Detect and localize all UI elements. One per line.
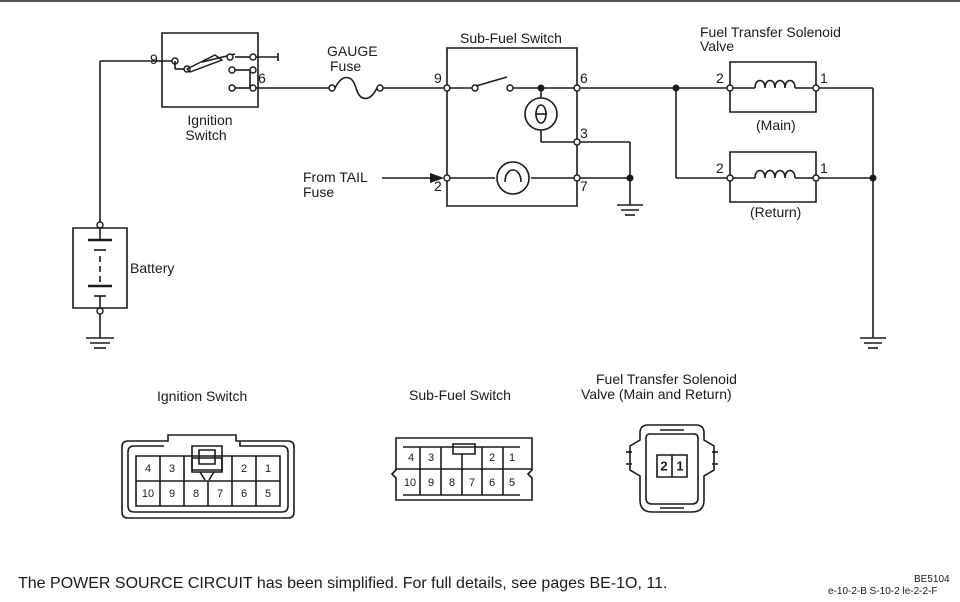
- sol-conn-pin-2: 2: [660, 458, 667, 473]
- ign-conn-pin-6: 6: [241, 488, 247, 500]
- ign-pin-9: 9: [150, 51, 158, 67]
- sub-fuel-tail-lamp: [497, 162, 529, 194]
- connector-sub-fuel-title: Sub-Fuel Switch: [409, 387, 511, 403]
- sfs-conn-pin-2: 2: [489, 452, 495, 464]
- sfs-conn-pin-6: 6: [489, 477, 495, 489]
- sub-fuel-switch: Sub-Fuel Switch 9 6 3 2 7: [434, 30, 643, 215]
- connector-solenoid-title-2: Valve (Main and Return): [581, 386, 732, 402]
- sfs-conn-pin-10: 10: [404, 477, 416, 489]
- main-pin-1: 1: [820, 70, 828, 86]
- solenoid-main-box: [730, 62, 816, 112]
- sfs-conn-pin-5: 5: [509, 477, 515, 489]
- from-tail-fuse: From TAIL Fuse: [303, 169, 444, 200]
- connector-solenoid-title-1: Fuel Transfer Solenoid: [596, 371, 737, 387]
- sfs-conn-pin-4: 4: [408, 452, 414, 464]
- reference-codes: e-10-2-B S-10-2 le-2-2-F: [828, 586, 937, 597]
- connector-ignition-switch: Ignition Switch 4 3 2 1 10 9 8 7 6 5: [122, 388, 294, 518]
- ret-pin-1: 1: [820, 160, 828, 176]
- battery-label: Battery: [130, 260, 174, 276]
- ignition-switch-label-1: Ignition: [187, 112, 232, 128]
- main-pin-2: 2: [716, 70, 724, 86]
- ign-conn-pin-10: 10: [142, 488, 154, 500]
- from-tail-label-2: Fuse: [303, 184, 334, 200]
- ign-conn-pin-7: 7: [217, 488, 223, 500]
- ignition-switch-label-2: Switch: [185, 127, 226, 143]
- ign-conn-pin-3: 3: [169, 463, 175, 475]
- ign-conn-pin-5: 5: [265, 488, 271, 500]
- ign-conn-pin-1: 1: [265, 463, 271, 475]
- gauge-fuse-label-2: Fuse: [330, 58, 361, 74]
- ign-conn-pin-2: 2: [241, 463, 247, 475]
- connector-fuel-transfer-solenoid: Fuel Transfer Solenoid Valve (Main and R…: [581, 371, 737, 512]
- fuel-transfer-solenoid-valve: Fuel Transfer Solenoid Valve 2 1 (Main) …: [700, 24, 841, 220]
- connector-ignition-title: Ignition Switch: [157, 388, 247, 404]
- sfs-pin-7: 7: [580, 178, 588, 194]
- ign-conn-pin-4: 4: [145, 463, 151, 475]
- solenoid-title-2: Valve: [700, 38, 734, 54]
- sfs-pin-2: 2: [434, 178, 442, 194]
- figure-id: BE5104: [914, 574, 950, 585]
- connector-sub-fuel-switch: Sub-Fuel Switch 4 3 2 1 10 9 8 7 6 5: [392, 387, 532, 500]
- sub-fuel-switch-title: Sub-Fuel Switch: [460, 30, 562, 46]
- sfs-conn-pin-1: 1: [509, 452, 515, 464]
- from-tail-label-1: From TAIL: [303, 169, 368, 185]
- ign-pin-6: 6: [258, 70, 266, 86]
- sfs-conn-pin-3: 3: [428, 452, 434, 464]
- sfs-conn-pin-9: 9: [428, 477, 434, 489]
- sfs-conn-pin-7: 7: [469, 477, 475, 489]
- solenoid-main-label: (Main): [756, 117, 796, 133]
- solenoid-return-box: [730, 152, 816, 202]
- battery: Battery: [73, 222, 174, 348]
- solenoid-title-1: Fuel Transfer Solenoid: [700, 24, 841, 40]
- gauge-fuse-label-1: GAUGE: [327, 43, 378, 59]
- footer-note: The POWER SOURCE CIRCUIT has been simpli…: [18, 575, 667, 592]
- ign-conn-pin-9: 9: [169, 488, 175, 500]
- sfs-pin-6: 6: [580, 70, 588, 86]
- ignition-switch: 9 6 Ignition Switch: [100, 33, 278, 143]
- ign-conn-pin-8: 8: [193, 488, 199, 500]
- sfs-conn-pin-8: 8: [449, 477, 455, 489]
- gauge-fuse: GAUGE Fuse: [256, 43, 446, 99]
- sfs-pin-3: 3: [580, 125, 588, 141]
- ret-pin-2: 2: [716, 160, 724, 176]
- solenoid-return-label: (Return): [750, 204, 801, 220]
- sol-conn-pin-1: 1: [676, 458, 683, 473]
- sfs-pin-9: 9: [434, 70, 442, 86]
